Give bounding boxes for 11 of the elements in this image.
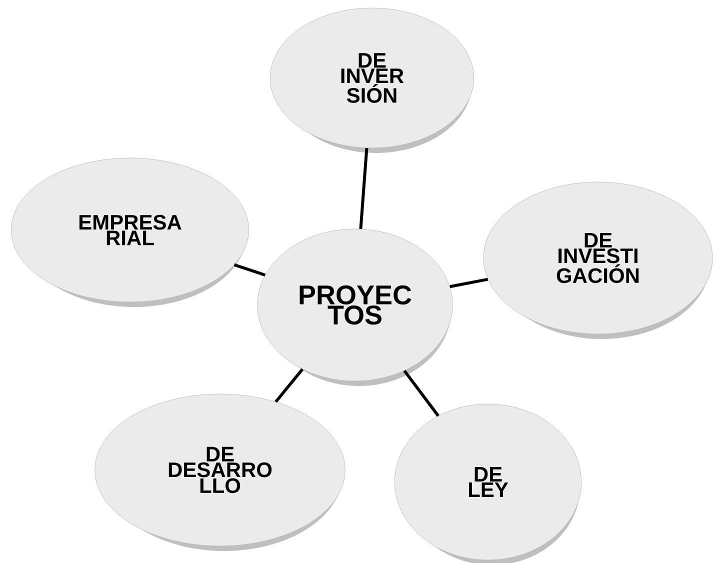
ellipse-node: EMPRESA RIAL: [11, 158, 249, 302]
connector-line: [274, 368, 304, 403]
connector-line: [450, 278, 488, 288]
connector-line: [234, 263, 266, 276]
ellipse-node: DE INVER SIÓN: [270, 8, 474, 148]
ellipse-node: PROYEC TOS: [257, 228, 453, 382]
ellipse-node: DE DESARRO LLO: [94, 394, 346, 546]
connector-line: [403, 370, 440, 417]
ellipse-node: DE INVESTI GACIÓN: [483, 182, 713, 334]
connector-line: [359, 148, 368, 230]
ellipse-node: DE LEY: [394, 404, 582, 560]
